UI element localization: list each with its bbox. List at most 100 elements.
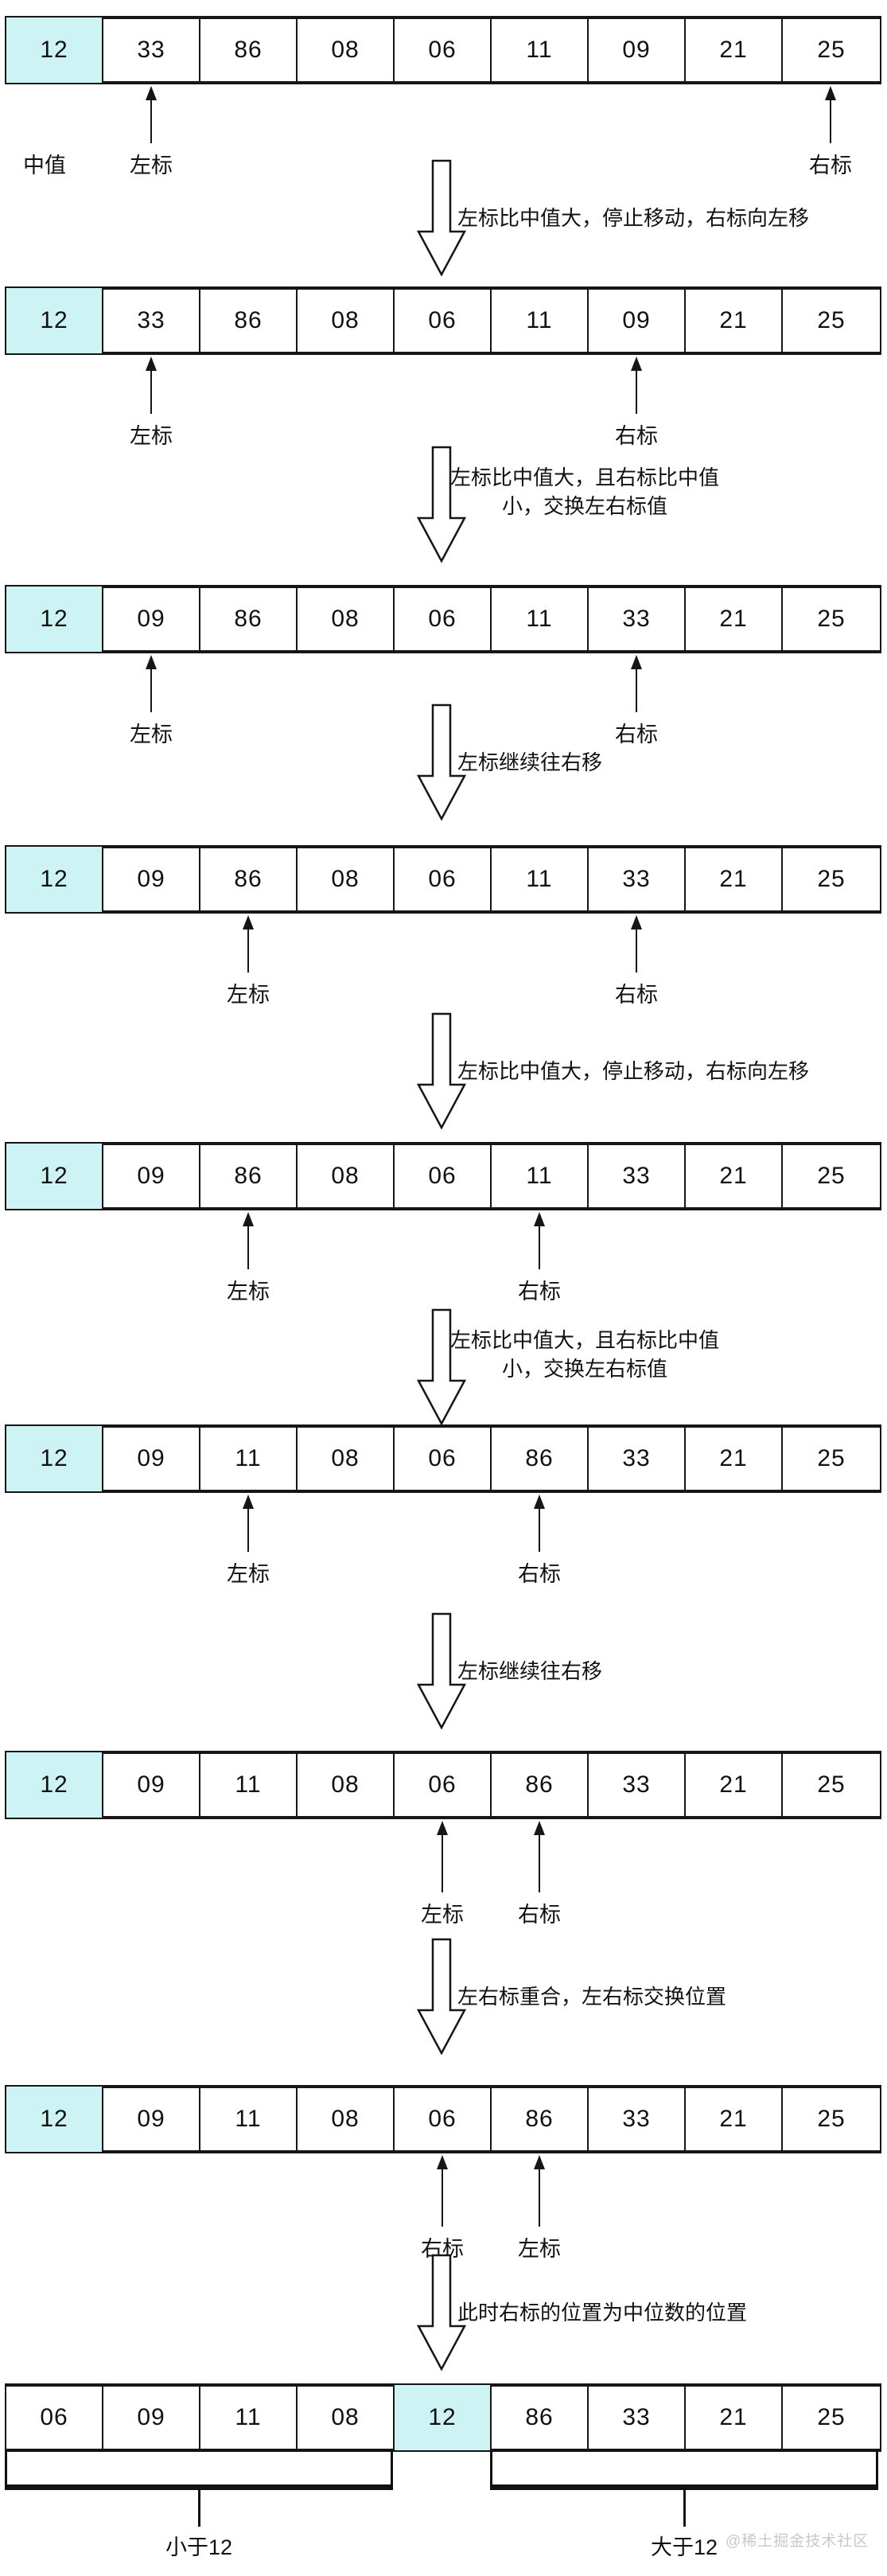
array-cell: 06: [395, 847, 492, 912]
array-cell: 33: [589, 1426, 686, 1491]
brace: [5, 2450, 393, 2490]
array-cell: 09: [103, 2385, 200, 2450]
caption-line: 左右标重合，左右标交换位置: [457, 1985, 727, 2009]
array-cell: 08: [298, 2385, 395, 2450]
array-cell: 33: [103, 18, 200, 83]
pointer-label: 右标: [518, 1562, 561, 1586]
array-cell: 08: [298, 18, 395, 83]
array-cell: 86: [200, 288, 298, 353]
pointer-label: 右标: [615, 424, 658, 448]
array-cell: 33: [589, 847, 686, 912]
array-cell: 25: [783, 18, 880, 83]
down-arrow-icon: [416, 1308, 467, 1425]
array-cell: 25: [783, 1752, 880, 1818]
array-cell: 21: [686, 587, 783, 652]
array-cell: 09: [103, 847, 200, 912]
array-cell: 09: [103, 1426, 200, 1491]
array-cell: 11: [492, 847, 589, 912]
array-cell: 33: [589, 2385, 686, 2450]
transition-caption: 左右标重合，左右标交换位置: [457, 1982, 726, 2011]
array-cell: 86: [200, 587, 298, 652]
caption-line: 左标比中值大，停止移动，右标向左移: [457, 1059, 810, 1083]
array-cell: 06: [395, 587, 492, 652]
up-arrow-icon: [534, 1212, 545, 1269]
pivot-cell: 12: [6, 587, 103, 652]
up-arrow-icon: [146, 357, 157, 414]
down-arrow-icon: [416, 703, 467, 820]
pointer-label: 右标: [809, 154, 852, 177]
brace: [490, 2450, 878, 2490]
array-cell: 33: [589, 1752, 686, 1818]
up-arrow-icon: [631, 655, 642, 712]
transition-caption: 此时右标的位置为中位数的位置: [457, 2298, 747, 2327]
array-cell: 11: [492, 18, 589, 83]
transition-caption: 左标比中值大，且右标比中值小，交换左右标值: [445, 1326, 724, 1383]
array-cell: 86: [200, 18, 298, 83]
pointer-label: 左标: [227, 1562, 270, 1586]
array-cell: 08: [298, 288, 395, 353]
array-cell: 21: [686, 18, 783, 83]
pivot-cell: 12: [6, 847, 103, 912]
array-cell: 86: [492, 2385, 589, 2450]
array-cell: 09: [103, 2087, 200, 2152]
array-cell: 11: [492, 288, 589, 353]
array-cell: 06: [395, 1426, 492, 1491]
up-arrow-icon: [534, 1821, 545, 1892]
up-arrow-icon: [437, 1821, 448, 1892]
pointer-label: 右标: [615, 983, 658, 1007]
pointer-label: 左标: [130, 723, 173, 746]
pointer-label: 左标: [130, 424, 173, 448]
up-arrow-icon: [243, 1212, 254, 1269]
pivot-cell: 12: [6, 1144, 103, 1209]
array-cell: 11: [492, 587, 589, 652]
array-cell: 33: [589, 587, 686, 652]
transition-caption: 左标继续往右移: [457, 1657, 602, 1686]
array-cell: 86: [200, 1144, 298, 1209]
array-cell: 21: [686, 2087, 783, 2152]
brace-stem: [197, 2490, 200, 2527]
pivot-cell: 12: [6, 288, 103, 353]
pointer-label: 左标: [421, 1903, 464, 1927]
pivot-cell: 12: [6, 1426, 103, 1491]
array-cell: 09: [103, 1752, 200, 1818]
brace-label: 大于12: [650, 2535, 718, 2559]
array-cell: 33: [103, 288, 200, 353]
array-cell: 25: [783, 587, 880, 652]
up-arrow-icon: [825, 86, 836, 143]
array-cell: 09: [103, 587, 200, 652]
array-cell: 06: [395, 18, 492, 83]
array-cell: 09: [589, 288, 686, 353]
brace-stem: [683, 2490, 686, 2527]
array-cell: 06: [395, 1144, 492, 1209]
up-arrow-icon: [631, 357, 642, 414]
array-cell: 21: [686, 847, 783, 912]
up-arrow-icon: [534, 1495, 545, 1552]
up-arrow-icon: [243, 915, 254, 972]
brace-label: 小于12: [165, 2535, 233, 2559]
up-arrow-icon: [437, 2155, 448, 2227]
array-cell: 21: [686, 1426, 783, 1491]
up-arrow-icon: [534, 2155, 545, 2227]
array-cell: 25: [783, 1426, 880, 1491]
array-cell: 08: [298, 1144, 395, 1209]
array-cell: 86: [492, 2087, 589, 2152]
pointer-label: 右标: [518, 1903, 561, 1927]
caption-line: 小，交换左右标值: [501, 1357, 667, 1381]
pointer-label: 左标: [130, 154, 173, 177]
array-cell: 08: [298, 1426, 395, 1491]
transition-caption: 左标比中值大，停止移动，右标向左移: [457, 1057, 809, 1085]
array-cell: 25: [783, 1144, 880, 1209]
array-cell: 21: [686, 1144, 783, 1209]
array-cell: 86: [200, 847, 298, 912]
array-cell: 33: [589, 2087, 686, 2152]
up-arrow-icon: [243, 1495, 254, 1552]
pointer-label: 左标: [227, 983, 270, 1007]
array-cell: 09: [103, 1144, 200, 1209]
up-arrow-icon: [146, 655, 157, 712]
caption-line: 左标继续往右移: [457, 1659, 603, 1683]
